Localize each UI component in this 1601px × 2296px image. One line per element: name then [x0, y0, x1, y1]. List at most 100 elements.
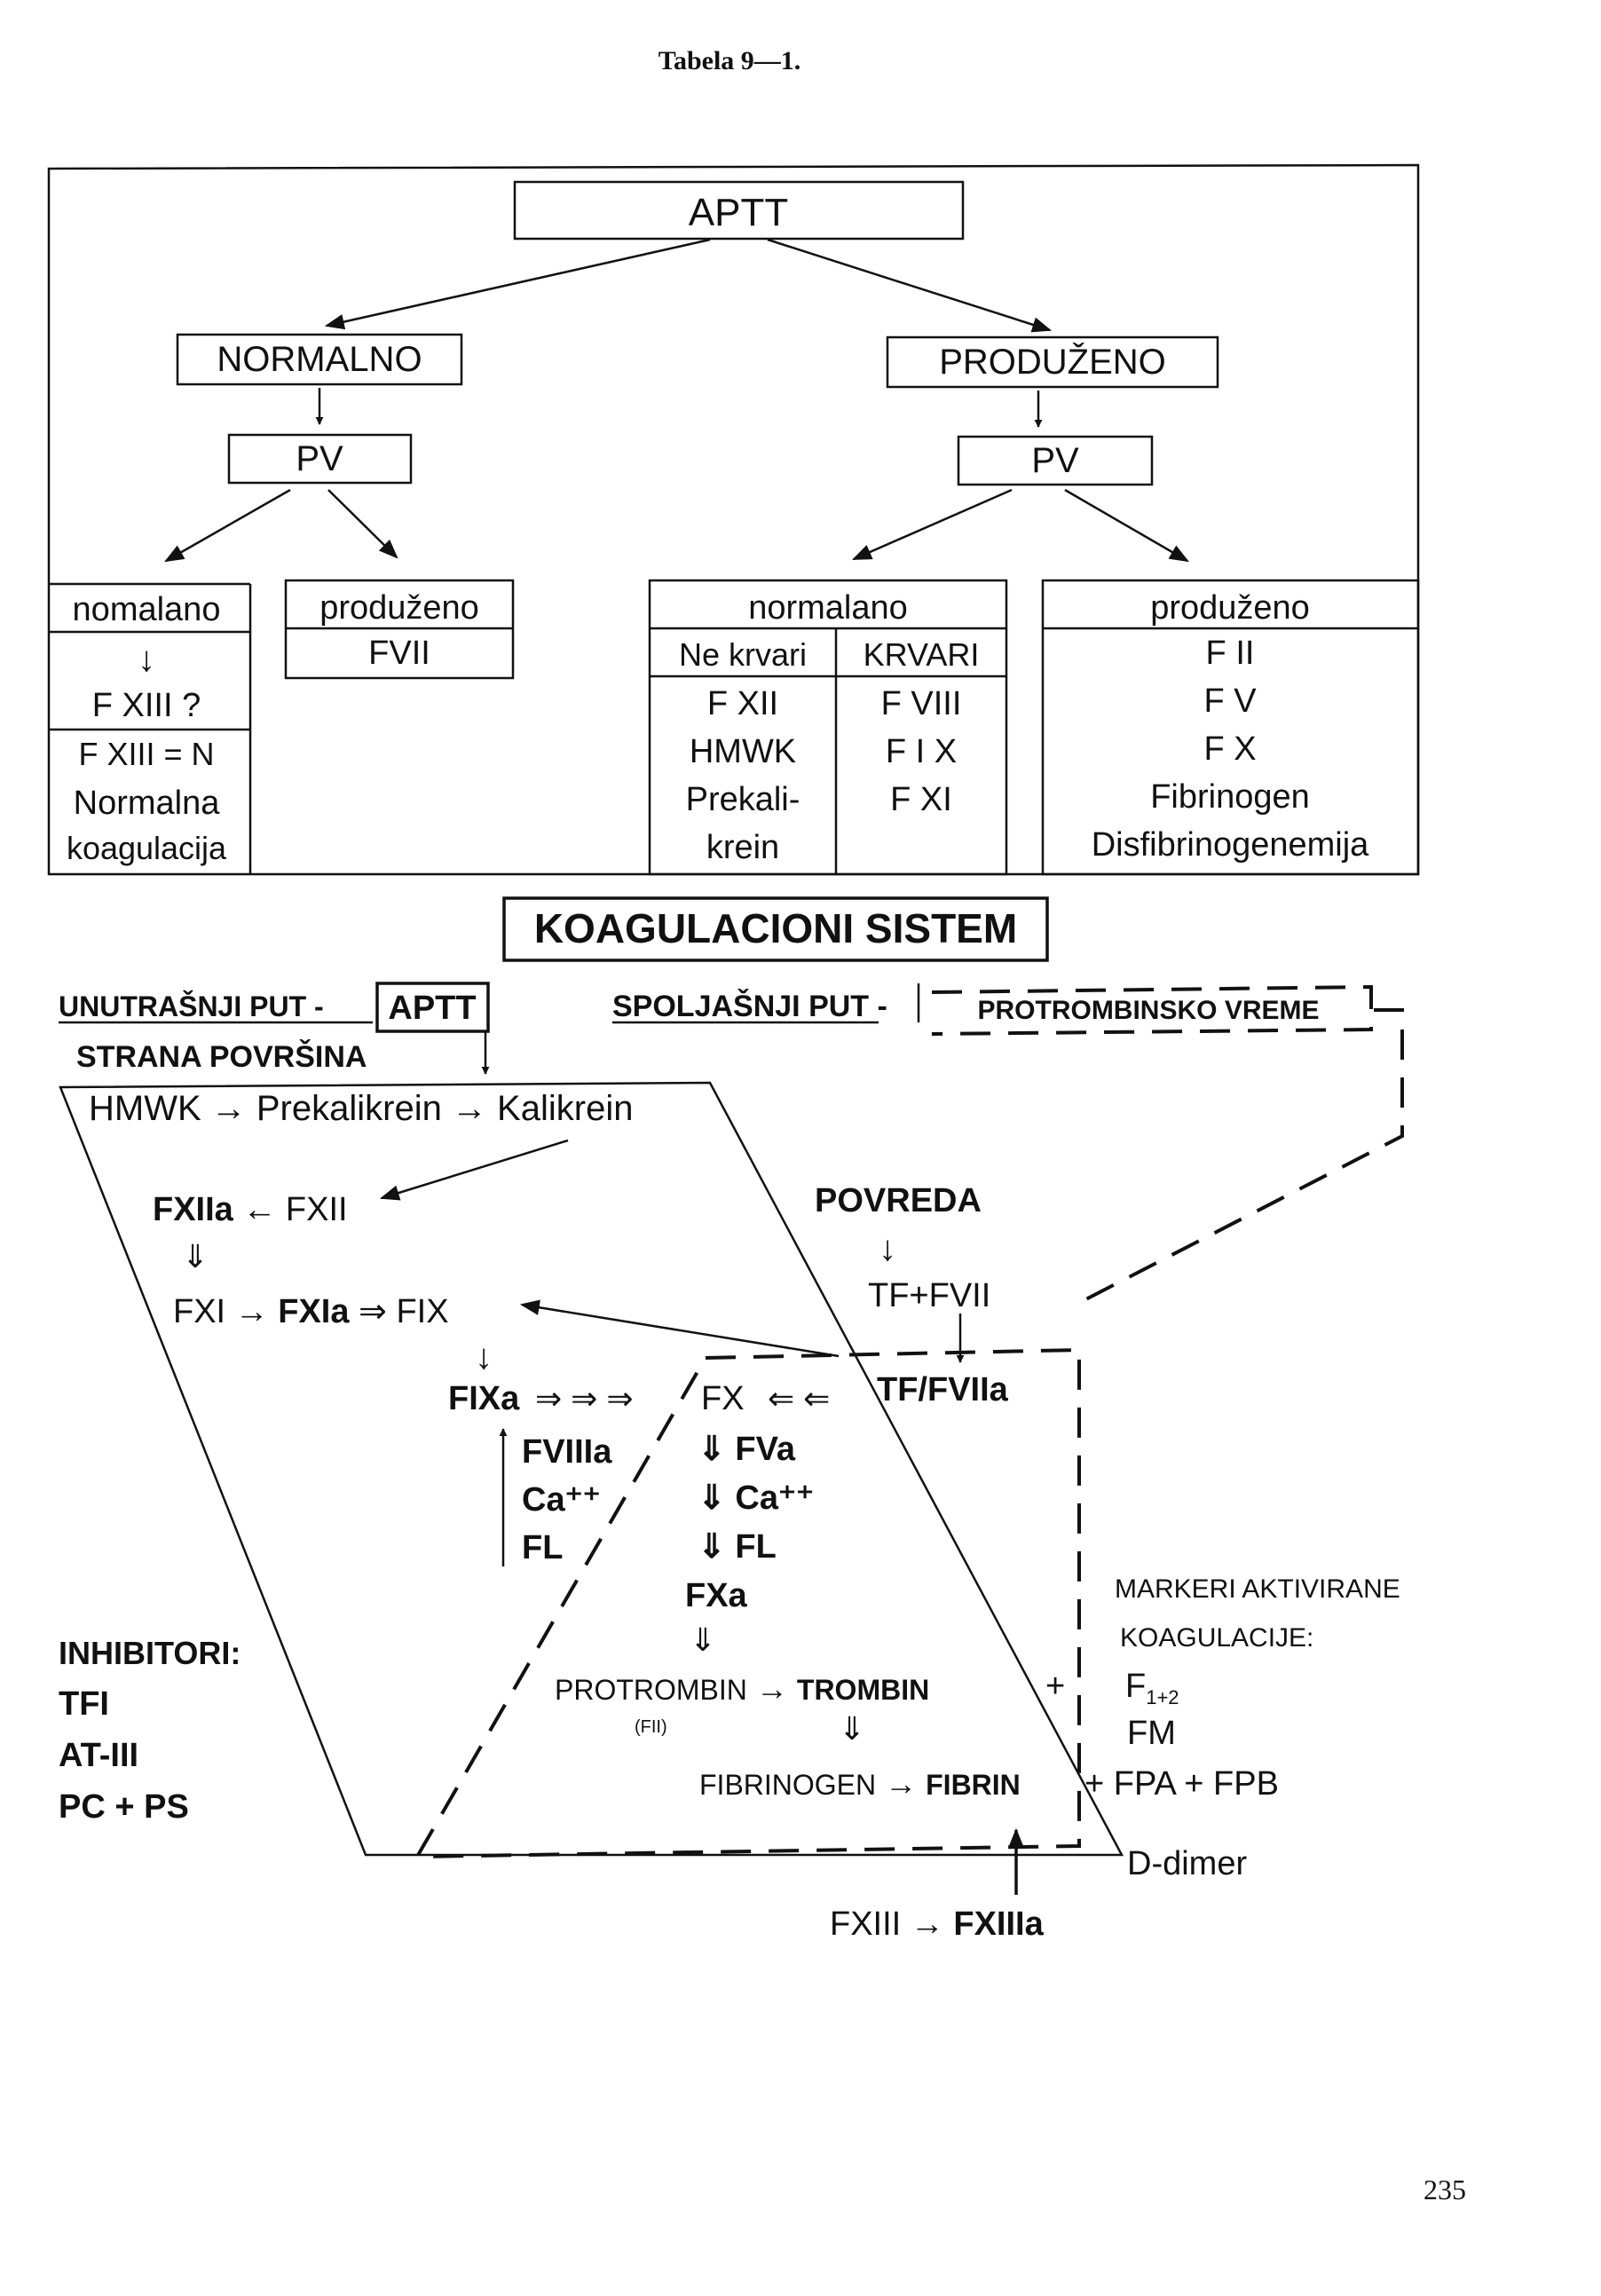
- fxa-label: FXa: [685, 1577, 748, 1614]
- leaf4-title: produženo: [1150, 589, 1310, 627]
- produzeno-box: [886, 335, 1219, 389]
- pv-left-label: PV: [296, 439, 343, 478]
- extrinsic-pt-dashed-box: [931, 984, 1373, 1036]
- fixa-to-fx-arrows: ⇒ ⇒ ⇒: [535, 1380, 634, 1416]
- leaf3-no-bleed-item: F XII: [707, 685, 778, 722]
- leaf1-title: nomalano: [73, 591, 221, 628]
- aptt-root-box: [513, 180, 965, 241]
- coagulation-system: KOAGULACIONI SISTEM UNUTRAŠNJI PUT - APT…: [59, 896, 1404, 1943]
- marker-f12: F1+2: [1125, 1668, 1179, 1708]
- leaf-normal-normal: nomalano ↓ F XIII ? F XIII = N Normalna …: [49, 582, 252, 874]
- fixa-label: FIXa: [448, 1380, 520, 1417]
- arrow-pv-left-to-normal: [164, 488, 291, 563]
- fxi-label: FXI →: [173, 1293, 278, 1330]
- cofactor-left: Ca⁺⁺: [522, 1481, 601, 1519]
- leaf-normal-prolonged: produženo FVII: [284, 579, 515, 680]
- fibrinogen-arrow: →: [885, 1765, 917, 1802]
- leaf1-conclusion-1: Normalna: [74, 785, 221, 822]
- aptt-root-label: APTT: [689, 191, 788, 234]
- page-header: Tabela 9—1.: [659, 46, 801, 75]
- fix-label: ⇒ FIX: [349, 1293, 448, 1330]
- inhibitor-item: AT-III: [59, 1737, 138, 1774]
- arrow-trombin-to-fibrin: ⇓: [839, 1710, 865, 1747]
- arrow-pv-right-to-normal: [851, 488, 1013, 561]
- arrow-tf-fviia-to-fix: [519, 1299, 840, 1358]
- leaf4-item: F X: [1203, 730, 1256, 768]
- leaf3-bleed-item: F XI: [890, 781, 952, 818]
- coag-title-box: [502, 896, 1049, 962]
- marker-f12-base: F: [1125, 1668, 1146, 1705]
- leaf3-no-bleed-item: krein: [706, 829, 779, 866]
- leaf3-col-bleed: KRVARI: [864, 636, 980, 673]
- fxiiia-label: FXIIIa: [953, 1905, 1044, 1943]
- leaf4-item: F II: [1206, 635, 1255, 672]
- common-pathway-dashed-triangle: [414, 1347, 1081, 1859]
- leaf3-title: normalano: [748, 589, 908, 627]
- normalno-box: [176, 333, 463, 386]
- page-number: 235: [1424, 2174, 1466, 2205]
- leaf3-col-no-bleed: Ne krvari: [679, 636, 807, 673]
- fii-label: (FII): [635, 1717, 667, 1737]
- fxiia-line: FXIIa ← FXII: [153, 1191, 348, 1228]
- fibrinogen-line: FIBRINOGEN→FIBRIN: [699, 1765, 1021, 1802]
- markers-title-1: MARKERI AKTIVIRANE: [1115, 1574, 1400, 1604]
- cofactor-left: FVIIIa: [522, 1433, 612, 1471]
- marker-ddimer: D-dimer: [1127, 1845, 1247, 1882]
- leaf3-no-bleed-item: HMWK: [690, 733, 796, 770]
- leaf1-conclusion-2: koagulacija: [67, 830, 227, 866]
- arrow-fix-to-fixa: ↓: [475, 1337, 493, 1377]
- intrinsic-label: UNUTRAŠNJI PUT -: [59, 990, 324, 1022]
- markers-plus: +: [1045, 1668, 1065, 1705]
- pv-right-label: PV: [1031, 441, 1079, 480]
- trombin-label: TROMBIN: [797, 1674, 929, 1706]
- cofactor-left: FL: [522, 1529, 563, 1566]
- tf-to-fx-arrows: ⇐ ⇐: [768, 1380, 830, 1416]
- arrow-fxiia-to-fxi: ⇓: [182, 1238, 209, 1274]
- pv-left-box: [227, 433, 413, 485]
- extrinsic-label: SPOLJAŠNJI PUT -: [612, 989, 887, 1023]
- fxii-label: ← FXII: [233, 1191, 348, 1228]
- cofactor-right: ⇓ FL: [698, 1528, 777, 1566]
- fxia-label: FXIa: [278, 1293, 350, 1330]
- intrinsic-aptt-label: APTT: [388, 990, 476, 1027]
- marker-f12-sub: 1+2: [1146, 1686, 1179, 1708]
- intrinsic-aptt-box: [375, 982, 490, 1033]
- fxiii-label: FXIII →: [830, 1905, 953, 1943]
- arrow-kalikrein-to-fxii: [379, 1139, 569, 1201]
- extrinsic-dashed-connector: [1075, 1008, 1404, 1306]
- arrow-aptt-to-produzeno: [767, 238, 1053, 333]
- arrow-pv-right-to-prolonged: [1064, 488, 1189, 563]
- leaf3-bleed-item: F VIII: [881, 685, 962, 722]
- fxi-line: FXI → FXIa ⇒ FIX: [173, 1293, 449, 1330]
- protrombin-label: PROTROMBIN: [555, 1674, 747, 1706]
- inhibitor-item: TFI: [59, 1685, 109, 1723]
- marker-fpa-fpb: + FPA + FPB: [1084, 1765, 1279, 1803]
- contact-phase-text: HMWK → Prekalikrein → Kalikrein: [89, 1089, 633, 1128]
- povreda-label: POVREDA: [815, 1182, 982, 1219]
- fx-label: FX: [701, 1380, 745, 1417]
- tf-fviia-label: TF/FVIIa: [877, 1371, 1009, 1408]
- normalno-label: NORMALNO: [217, 340, 422, 379]
- extrinsic-pt-label: PROTROMBINSKO VREME: [977, 996, 1319, 1025]
- protrombin-arrow: →: [756, 1670, 788, 1707]
- leaf2-title: produženo: [319, 589, 479, 627]
- leaf2-factor: FVII: [368, 635, 430, 672]
- coag-title: KOAGULACIONI SISTEM: [534, 905, 1017, 951]
- leaf3-no-bleed-item: Prekali-: [686, 781, 800, 818]
- inhibitor-item: PC + PS: [59, 1788, 189, 1826]
- cascade-parallelogram: [59, 1081, 1124, 1857]
- cofactor-right: ⇓ FVa: [698, 1431, 796, 1468]
- leaf1-arrow: ↓: [138, 640, 155, 679]
- produzeno-label: PRODUŽENO: [939, 342, 1166, 382]
- protrombin-line: PROTROMBIN → TROMBIN: [555, 1670, 929, 1707]
- arrow-pv-left-to-prolonged: [327, 489, 398, 559]
- tf-fvii-label: TF+FVII: [868, 1277, 990, 1314]
- fxiia-label: FXIIa: [153, 1191, 234, 1228]
- arrow-povreda-to-tf: ↓: [879, 1229, 896, 1268]
- aptt-decision-table: APTT NORMALNO PV PRODUŽENO PV nomalano ↓…: [47, 163, 1420, 876]
- inhibitors-title: INHIBITORI:: [59, 1635, 241, 1671]
- fibrin-label: FIBRIN: [926, 1769, 1021, 1801]
- leaf-prolonged-normal: normalano Ne krvari KRVARI F XII HMWK Pr…: [648, 579, 1008, 876]
